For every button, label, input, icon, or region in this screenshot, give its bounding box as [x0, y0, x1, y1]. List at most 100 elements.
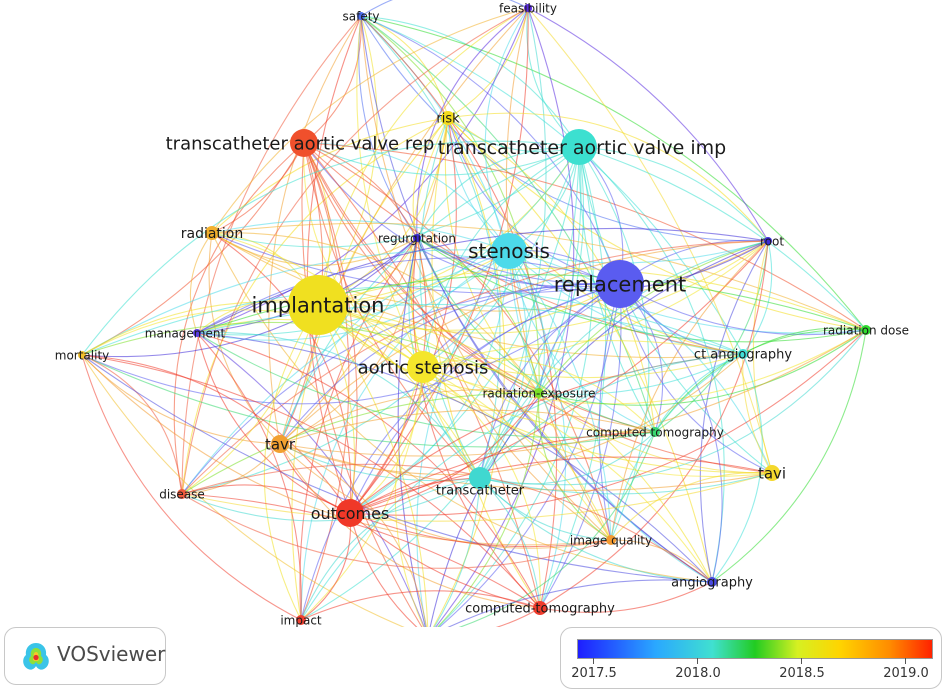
co-occurrence-link — [81, 140, 580, 356]
co-occurrence-link — [479, 477, 713, 583]
node-angiography[interactable] — [707, 577, 717, 587]
co-occurrence-link — [416, 146, 580, 239]
node-label-impact: impact — [280, 613, 322, 627]
co-occurrence-link — [610, 472, 773, 541]
co-occurrence-link — [181, 472, 773, 522]
node-transcatheter[interactable] — [469, 467, 491, 489]
co-occurrence-link — [447, 112, 769, 242]
co-occurrence-link — [432, 117, 506, 627]
edge-layer — [81, 0, 867, 627]
node-tavr-rep[interactable] — [290, 129, 318, 157]
co-occurrence-link — [508, 240, 769, 264]
node-label-management: management — [145, 326, 226, 340]
node-mortality[interactable] — [78, 351, 86, 359]
node-disease[interactable] — [177, 489, 187, 499]
co-occurrence-link — [181, 392, 540, 495]
co-occurrence-link — [527, 7, 773, 474]
co-occurrence-link — [349, 477, 481, 514]
co-occurrence-link — [479, 283, 621, 479]
node-label-radiation: radiation — [181, 226, 244, 242]
node-label-disease: disease — [159, 487, 205, 501]
co-occurrence-link — [619, 283, 773, 474]
co-occurrence-link — [526, 7, 580, 148]
co-occurrence-link — [81, 354, 612, 546]
node-ct-angio[interactable] — [738, 349, 748, 359]
co-occurrence-link — [360, 15, 612, 541]
co-occurrence-link — [81, 354, 713, 583]
node-stenosis[interactable] — [491, 233, 527, 269]
co-occurrence-link — [317, 304, 713, 583]
legend-tick-mark — [593, 658, 594, 664]
co-occurrence-link — [416, 237, 656, 433]
node-impact[interactable] — [296, 615, 306, 625]
node-label-regurgitation: regurgitation — [378, 231, 456, 245]
co-occurrence-link — [578, 146, 773, 474]
co-occurrence-link — [81, 301, 319, 356]
vosviewer-badge: VOSviewer — [4, 627, 166, 685]
node-management[interactable] — [193, 329, 201, 337]
co-occurrence-link — [447, 117, 713, 583]
node-tavi[interactable] — [764, 465, 780, 481]
co-occurrence-link — [181, 477, 481, 522]
co-occurrence-link — [303, 142, 580, 176]
co-occurrence-link — [447, 579, 713, 627]
co-occurrence-link — [349, 512, 541, 609]
node-label-mortality: mortality — [55, 348, 110, 362]
co-occurrence-link — [81, 354, 351, 514]
co-occurrence-link — [181, 117, 449, 495]
co-occurrence-link — [578, 146, 769, 242]
co-occurrence-link — [360, 15, 867, 331]
co-occurrence-link — [349, 431, 656, 514]
node-label-rad-exposure: radiation-exposure — [482, 386, 595, 400]
node-implantation[interactable] — [288, 275, 348, 335]
vosviewer-logo-icon — [23, 643, 49, 670]
node-feasibility[interactable] — [524, 4, 532, 12]
node-safety[interactable] — [357, 12, 365, 20]
node-outcomes[interactable] — [336, 499, 364, 527]
node-radiation[interactable] — [205, 226, 219, 240]
node-regurgitation[interactable] — [413, 234, 421, 242]
co-occurrence-link — [303, 142, 510, 252]
co-occurrence-link — [539, 240, 769, 609]
co-occurrence-link — [538, 392, 773, 474]
co-occurrence-link — [458, 431, 656, 627]
co-occurrence-link — [279, 443, 773, 491]
node-computed-tomo-h[interactable] — [533, 601, 547, 615]
co-occurrence-link — [433, 477, 481, 627]
co-occurrence-link — [300, 283, 621, 621]
node-label-risk: risk — [436, 112, 460, 127]
co-occurrence-link — [479, 240, 769, 479]
co-occurrence-link — [654, 353, 744, 433]
co-occurrence-link — [360, 0, 529, 17]
node-label-stenosis: stenosis — [468, 239, 550, 263]
co-occurrence-link — [303, 15, 362, 144]
co-occurrence-link — [279, 389, 540, 445]
node-tavi-imp[interactable] — [561, 129, 597, 165]
node-root[interactable] — [764, 237, 772, 245]
node-label-tavr: tavr — [265, 435, 296, 453]
co-occurrence-link — [742, 353, 773, 474]
co-occurrence-link — [300, 512, 352, 621]
co-occurrence-link — [360, 15, 580, 148]
node-image-quality[interactable] — [606, 535, 616, 545]
co-occurrence-link — [300, 590, 541, 621]
node-replacement[interactable] — [596, 260, 644, 308]
node-risk[interactable] — [441, 111, 455, 125]
co-occurrence-link — [211, 219, 510, 252]
node-label-angiography: angiography — [671, 576, 753, 591]
node-computed-tomo[interactable] — [650, 427, 660, 437]
node-aortic-stenosis[interactable] — [407, 351, 439, 383]
co-occurrence-link — [211, 232, 621, 294]
node-tavr[interactable] — [271, 435, 289, 453]
node-radiation-dose[interactable] — [861, 325, 871, 335]
co-occurrence-link — [349, 329, 867, 516]
co-occurrence-link — [538, 240, 769, 394]
co-occurrence-link — [196, 7, 529, 334]
node-label-implantation: implantation — [252, 294, 385, 318]
co-occurrence-link — [196, 303, 744, 355]
co-occurrence-link — [479, 477, 541, 609]
node-rad-exposure[interactable] — [534, 388, 544, 398]
node-label-computed-tomo-h: computed-tomography — [465, 602, 615, 617]
